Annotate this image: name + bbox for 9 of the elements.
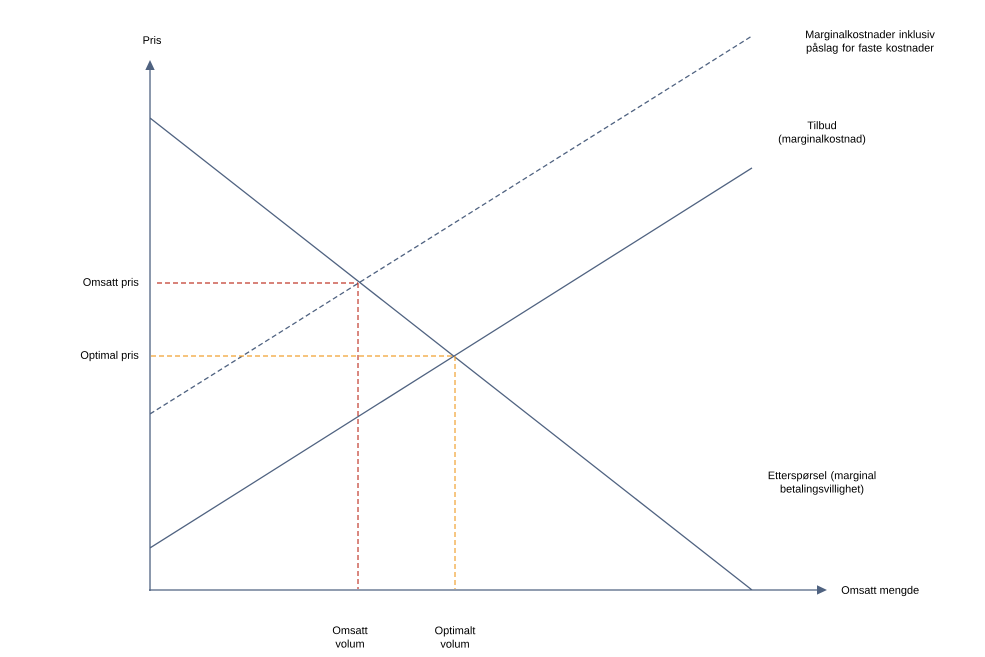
axis-label: Optimalt volum — [435, 626, 476, 648]
axis-label: Omsatt mengde — [842, 586, 919, 596]
axis-label: Pris — [143, 36, 162, 44]
axis-label: Omsatt volum — [332, 626, 368, 648]
curve-label: Etterspørsel (marginal betalingsvillighet) — [768, 471, 876, 495]
axis-label: Omsatt pris — [83, 278, 138, 288]
axis-label: Optimal pris — [80, 350, 138, 362]
curve-label: Tilbud (marginalkostnad) — [778, 121, 866, 145]
curve-label: Marginalkostnader inklusiv påslag for faste kostnader — [806, 30, 935, 54]
